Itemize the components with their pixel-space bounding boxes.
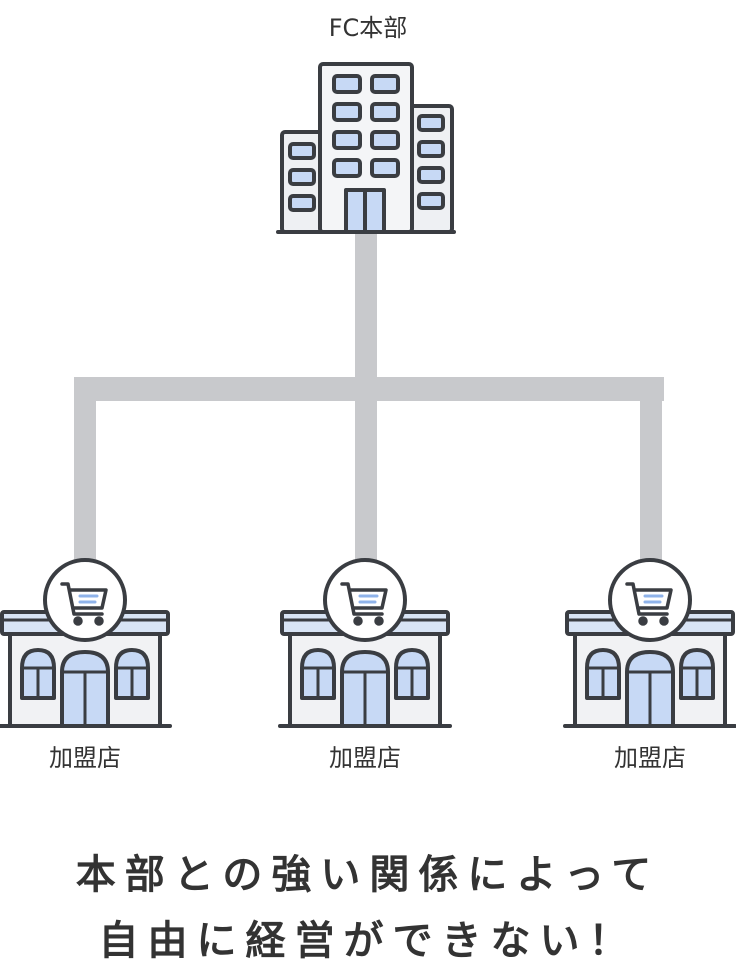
storefront-icon xyxy=(278,558,452,728)
store-label: 加盟店 xyxy=(329,744,401,772)
store-label: 加盟店 xyxy=(614,744,686,772)
org-diagram xyxy=(0,62,736,728)
connector-lines xyxy=(74,232,664,565)
storefront-icon xyxy=(0,558,172,728)
caption-line-1: 本部との強い関係によって xyxy=(75,852,661,898)
connector-center xyxy=(355,377,377,565)
connector-right xyxy=(640,377,662,565)
office-building-icon xyxy=(276,62,456,234)
connector-left xyxy=(74,377,96,565)
store-label: 加盟店 xyxy=(49,744,121,772)
caption-line-2: 自由に経営ができない！ xyxy=(98,918,638,964)
connector-trunk xyxy=(355,232,377,402)
caption: 本部との強い関係によって 自由に経営ができない！ xyxy=(0,842,736,974)
storefront-icon xyxy=(563,558,736,728)
hq-label: FC本部 xyxy=(328,14,408,42)
